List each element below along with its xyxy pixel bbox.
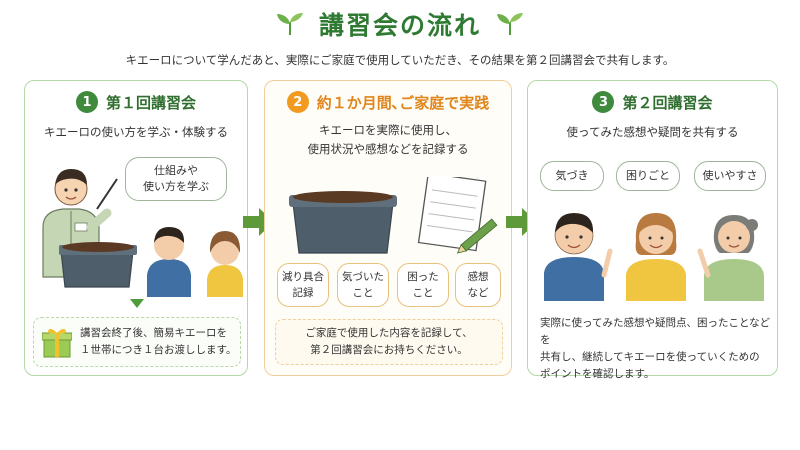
step-title: 約１か月間､ご家庭で実践 bbox=[316, 93, 490, 112]
page-title: 講習会の流れ bbox=[318, 11, 481, 40]
speech-line: 仕組みや bbox=[154, 164, 198, 177]
step-card-1: 1 第１回講習会 キエーロの使い方を学ぶ・体験する 仕組みや 使い方を学ぶ bbox=[24, 80, 248, 376]
summary-text: 実際に使ってみた感想や疑問点、困ったことなどを 共有し、継続してキエーロを使って… bbox=[540, 315, 772, 383]
note-line: 講習会終了後、簡易キエーロを bbox=[80, 327, 227, 339]
sprout-icon bbox=[497, 13, 523, 35]
step-title: 第１回講習会 bbox=[105, 93, 196, 112]
topic-bubble: 気づき bbox=[540, 161, 604, 191]
speech-bubble: 仕組みや 使い方を学ぶ bbox=[125, 157, 227, 201]
step-description: キエーロの使い方を学ぶ・体験する bbox=[44, 125, 228, 139]
topic-bubble: 困りごと bbox=[616, 161, 680, 191]
summary-line: 共有し、継続してキエーロを使っていくための bbox=[540, 351, 760, 363]
note-line: 第２回講習会にお持ちください。 bbox=[310, 344, 468, 356]
note-box: 講習会終了後、簡易キエーロを １世帯につき１台お渡しします。 bbox=[33, 317, 241, 367]
topic-bubble: 使いやすさ bbox=[694, 161, 766, 191]
note-line: １世帯につき１台お渡しします。 bbox=[80, 344, 237, 356]
record-tag: 感想 など bbox=[455, 263, 501, 307]
kiero-and-notebook-illustration bbox=[289, 177, 498, 254]
lecture-illustration bbox=[42, 169, 243, 297]
record-tag: 減り具合 記録 bbox=[277, 263, 329, 307]
down-triangle-icon bbox=[130, 299, 144, 308]
step-description: 使ってみた感想や疑問を共有する bbox=[566, 125, 739, 139]
step-header: 1 第１回講習会 bbox=[25, 91, 247, 113]
desc-line: キエーロを実際に使用し、 bbox=[319, 123, 457, 137]
step-number-badge: 1 bbox=[75, 91, 98, 113]
step-title: 第２回講習会 bbox=[622, 93, 713, 112]
page-subtitle: キエーロについて学んだあと、実際にご家庭で使用していただき、その結果を第２回講習… bbox=[125, 53, 675, 67]
note-line: ご家庭で使用した内容を記録して、 bbox=[305, 327, 473, 339]
summary-line: 実際に使ってみた感想や疑問点、困ったことなどを bbox=[540, 317, 771, 346]
step-header: 3 第２回講習会 bbox=[528, 91, 777, 113]
sprout-icon bbox=[276, 13, 303, 35]
note-box: ご家庭で使用した内容を記録して、 第２回講習会にお持ちください。 bbox=[275, 319, 503, 365]
speech-line: 使い方を学ぶ bbox=[143, 180, 209, 193]
step-description: キエーロを実際に使用し、 使用状況や感想などを記録する bbox=[265, 121, 511, 159]
step-number-badge: 2 bbox=[286, 91, 309, 113]
gift-icon bbox=[42, 328, 72, 358]
step-header: 2 約１か月間､ご家庭で実践 bbox=[265, 91, 511, 113]
summary-line: ポイントを確認します。 bbox=[540, 368, 655, 380]
record-tag: 気づいた こと bbox=[337, 263, 389, 307]
record-tag: 困った こと bbox=[397, 263, 449, 307]
step-card-3: 3 第２回講習会 使ってみた感想や疑問を共有する 気づき 困りごと 使いやすさ … bbox=[527, 80, 778, 380]
header: 講習会の流れ bbox=[0, 6, 800, 42]
sharing-people-illustration bbox=[544, 213, 764, 301]
step-card-2: 2 約１か月間､ご家庭で実践 キエーロを実際に使用し、 使用状況や感想などを記録… bbox=[264, 80, 512, 376]
desc-line: 使用状況や感想などを記録する bbox=[307, 142, 469, 156]
step-number-badge: 3 bbox=[592, 91, 615, 113]
